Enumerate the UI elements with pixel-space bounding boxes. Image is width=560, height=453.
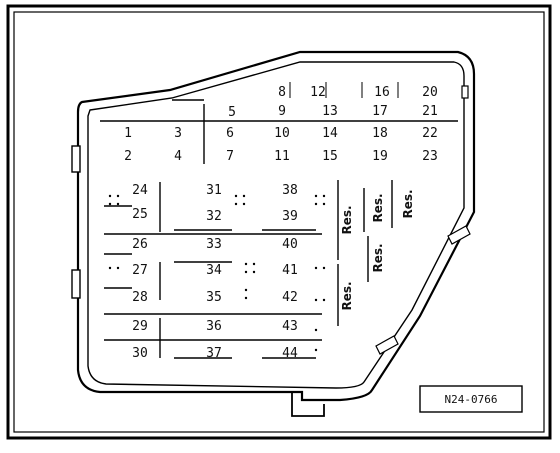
fuse-number: 36 [206,319,222,334]
right-clip-lower [375,335,399,355]
fuse-number: 8 [278,85,286,100]
upper-fuse-grid: 8 12 16 20 5 9 13 17 21 1 3 6 10 14 18 2… [124,85,438,164]
fuse-number: 9 [278,104,286,119]
fuse-number: 39 [282,209,298,224]
side-tab-lower [71,269,81,299]
fuse-number: 16 [374,85,390,100]
fuse-number: 23 [422,149,438,164]
fuse-number: 14 [322,126,338,141]
fuse-number: 3 [174,126,182,141]
fuse-number: 13 [322,104,338,119]
fuse-number: 21 [422,104,438,119]
reserve-slots: Res. Res. Res. Res. Res. [340,189,415,310]
fuse-number: 26 [132,237,148,252]
outer-frame [6,4,552,440]
fuse-number: 37 [206,346,222,361]
fuse-number: 12 [310,85,326,100]
fuse-number: 30 [132,346,148,361]
fuse-number: 44 [282,346,298,361]
fuse-number: 29 [132,319,148,334]
fuse-number: 2 [124,149,132,164]
fuse-number: 25 [132,207,148,222]
fuse-box-outline-inner [87,61,465,389]
fuse-number: 15 [322,149,338,164]
inner-frame [13,11,545,433]
fuse-number: 31 [206,183,222,198]
dotted-markers [108,194,326,352]
fuse-number: 20 [422,85,438,100]
fuse-number: 1 [124,126,132,141]
fuse-number: 41 [282,263,298,278]
fuse-number: 19 [372,149,388,164]
fuse-number: 33 [206,237,222,252]
fuse-number: 24 [132,183,148,198]
fuse-number: 32 [206,209,222,224]
fuse-number: 4 [174,149,182,164]
bottom-latch [291,392,325,417]
fuse-number: 5 [228,105,236,120]
fuse-number: 27 [132,263,148,278]
lower-section-lines [104,180,393,359]
reserve-label: Res. [401,189,415,218]
reserve-label: Res. [371,193,385,222]
fuse-number: 35 [206,290,222,305]
fuse-number: 17 [372,104,388,119]
fuse-number: 11 [274,149,290,164]
reserve-label: Res. [340,205,354,234]
fuse-number: 43 [282,319,298,334]
fuse-number: 22 [422,126,438,141]
side-tab-upper [71,145,81,173]
fuse-number: 10 [274,126,290,141]
fuse-number: 38 [282,183,298,198]
reference-box [419,385,523,413]
fuse-number: 40 [282,237,298,252]
reference-code: N24-0766 [445,393,498,406]
right-clip-upper [447,225,471,245]
fuse-number: 6 [226,126,234,141]
fuse-number: 42 [282,290,298,305]
fuse-number: 7 [226,149,234,164]
lower-fuse-grid: 24 25 26 27 28 29 30 31 32 33 34 35 36 3… [132,183,298,361]
fuse-number: 28 [132,290,148,305]
reserve-label: Res. [340,281,354,310]
fuse-number: 18 [372,126,388,141]
top-right-tab [461,85,469,99]
fuse-number: 34 [206,263,222,278]
reserve-label: Res. [371,243,385,272]
fuse-box-outline-outer [76,50,476,402]
